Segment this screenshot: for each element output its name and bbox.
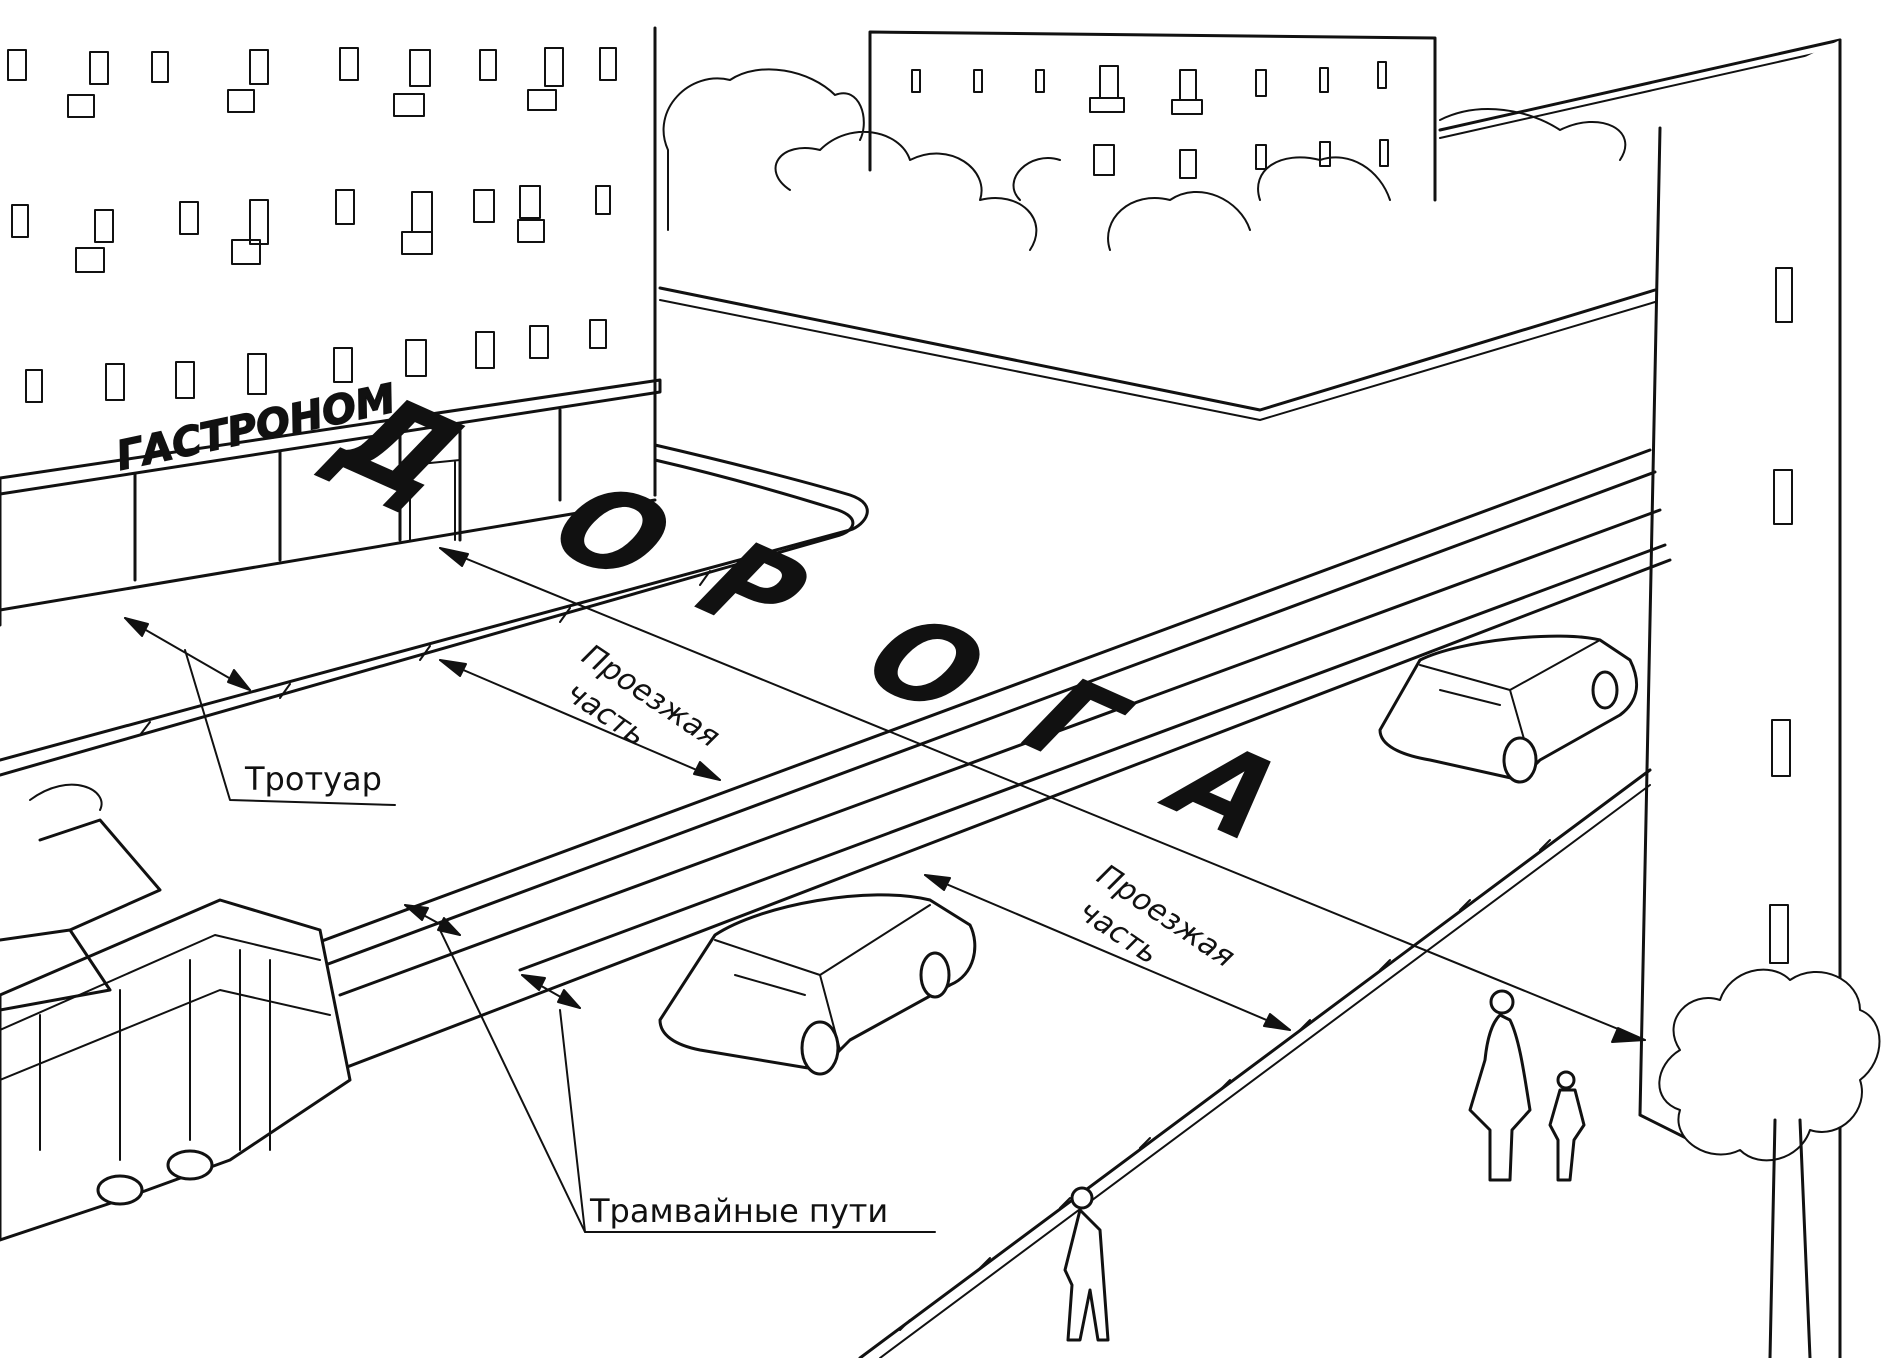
road-edges bbox=[858, 768, 1652, 1358]
car-lower bbox=[658, 893, 977, 1076]
carriageway-label-lower: Проезжая часть bbox=[1072, 858, 1241, 975]
sidewalk-label: Тротуар bbox=[244, 760, 382, 798]
car-upper bbox=[1378, 634, 1639, 784]
leader-lines bbox=[184, 649, 936, 1233]
background-buildings-trees bbox=[658, 30, 1842, 421]
sidewalk-curb bbox=[0, 443, 869, 777]
pedestrians bbox=[1063, 989, 1586, 1342]
road-letter-4: О bbox=[830, 594, 1018, 736]
road-letter-6: А bbox=[1136, 722, 1316, 861]
gastronom-building: ГАСТРОНОМ bbox=[0, 0, 662, 627]
dimension-lines bbox=[124, 547, 1646, 1043]
road-letter-5: Г bbox=[990, 658, 1156, 790]
tree bbox=[1658, 968, 1881, 1358]
tram bbox=[0, 783, 352, 1242]
tram-tracks-label: Трамвайные пути bbox=[589, 1192, 888, 1230]
